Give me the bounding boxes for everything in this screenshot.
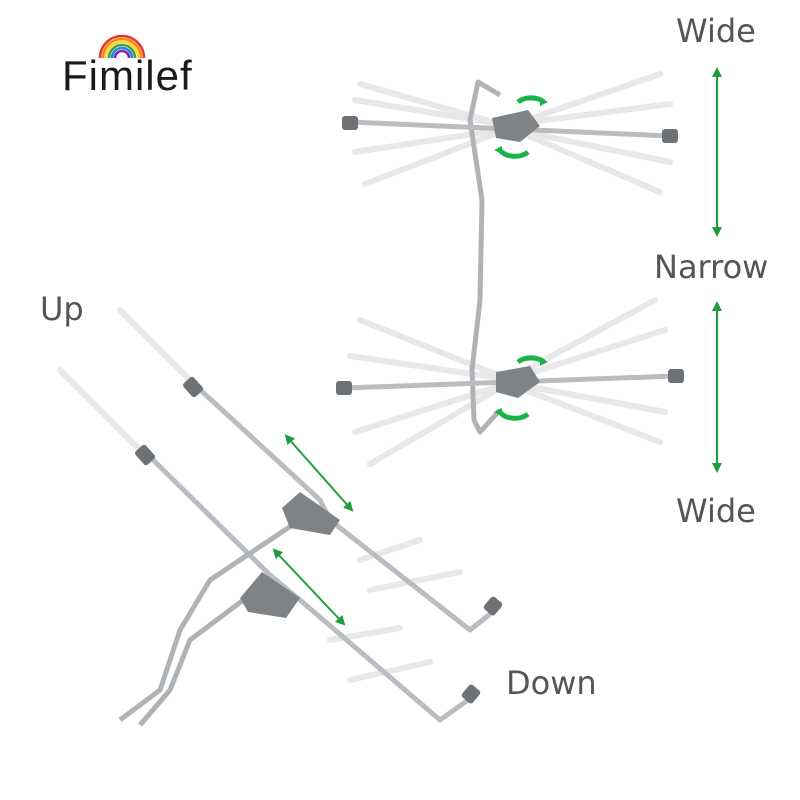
double-arrow-icon [272,548,346,626]
double-arrow-icon [284,434,354,512]
hub-bottom [496,366,540,398]
arm-end-cap [662,129,678,143]
label-narrow: Narrow [654,248,769,286]
label-wide-bottom: Wide [676,492,756,530]
arm-end-cap [135,444,155,466]
arm-end-cap [483,596,503,616]
brand-logo: Fimilef [62,52,193,99]
label-wide-top: Wide [676,12,756,50]
rotate-arrow-icon [494,95,548,421]
arm-end-cap [183,376,203,398]
rainbow-icon [98,34,146,59]
hub-lower [240,572,300,618]
arm-end-cap [336,381,352,395]
hub-top [492,110,540,142]
label-down: Down [506,664,597,702]
hanger-top-view [336,67,722,473]
arm-end-cap [461,684,481,704]
arm-end-cap [342,116,358,130]
arm-end-cap [668,369,684,383]
hanger-side-view [57,307,503,727]
label-up: Up [40,290,84,328]
